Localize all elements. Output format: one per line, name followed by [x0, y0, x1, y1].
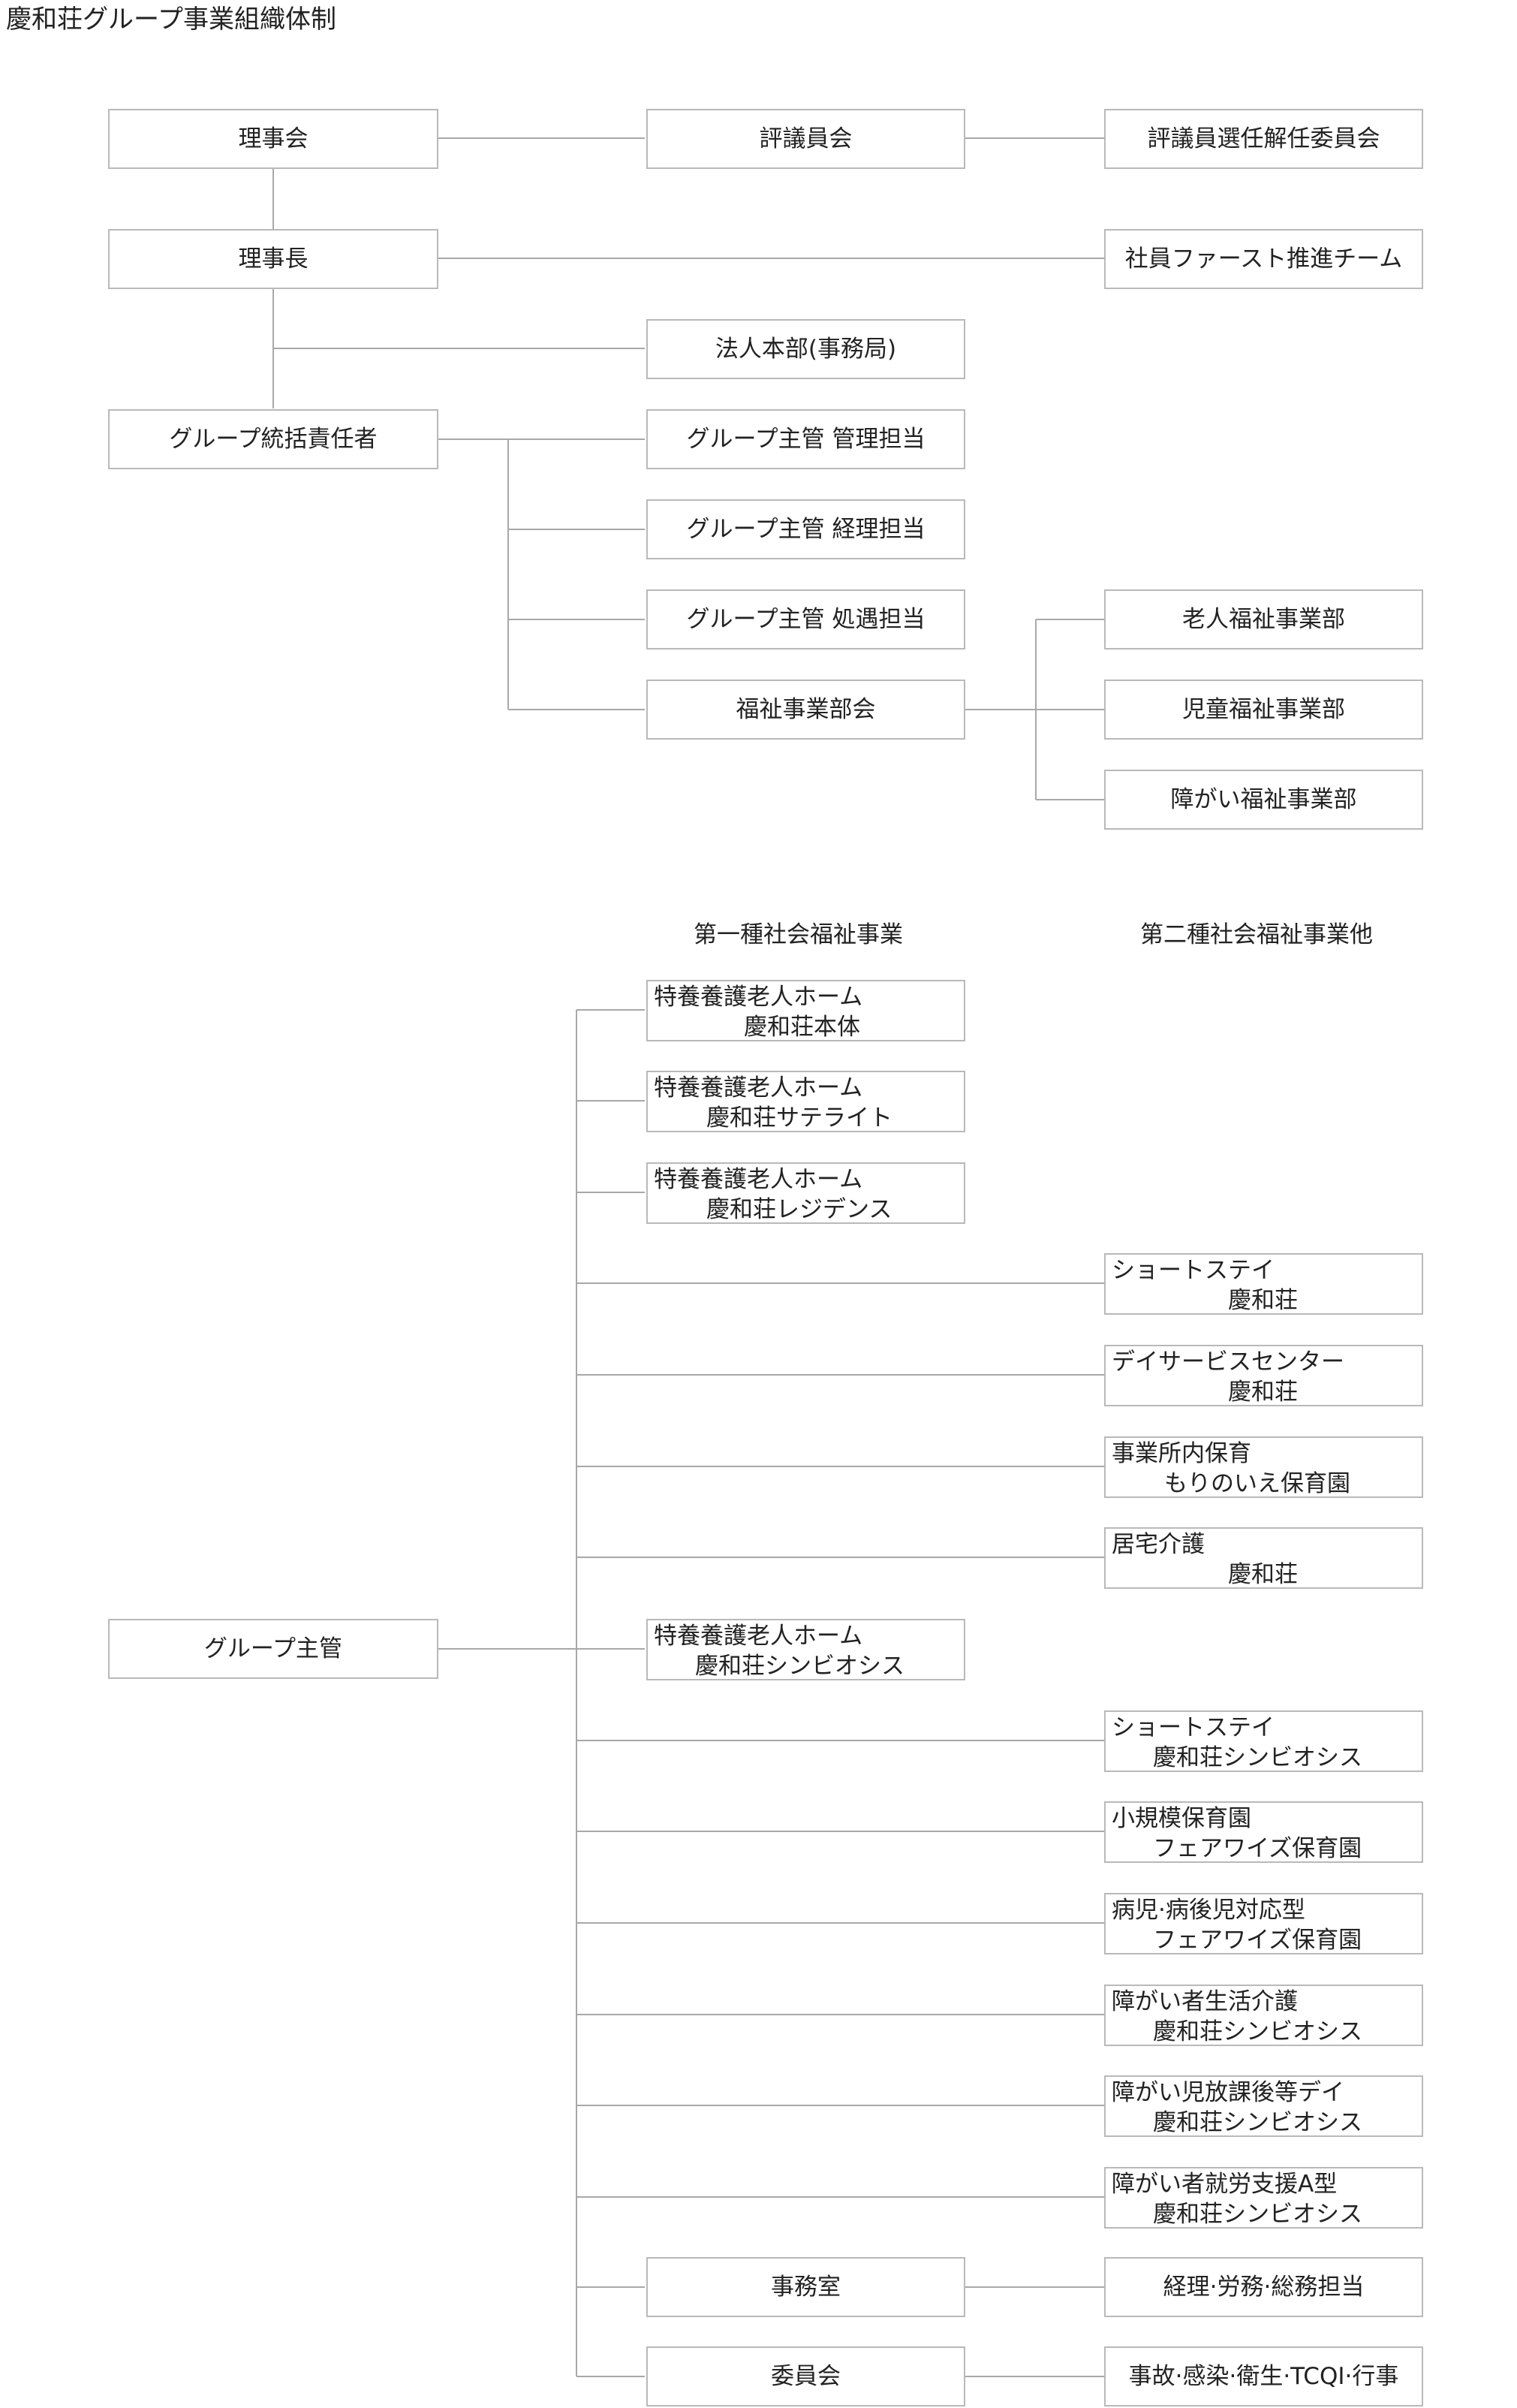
node-group-manager-label: グループ主管	[203, 1635, 343, 1662]
node-employee-first-team-label: 社員ファースト推進チーム	[1124, 246, 1403, 273]
node-welfare-council: 福祉事業部会	[646, 680, 965, 740]
column-header-first-type: 第一種社会福祉事業	[694, 921, 903, 948]
facility-box: 障がい者就労支援A型 慶和荘シンビオシス	[1104, 2167, 1423, 2229]
facility-type: 特養養護老人ホーム	[654, 1074, 863, 1102]
node-group-director-label: グループ統括責任者	[169, 426, 378, 453]
node-office-duty: 経理·労務·総務担当	[1104, 2257, 1423, 2317]
facility-type: 特養養護老人ホーム	[654, 984, 863, 1011]
node-personnel: グループ主管 処遇担当	[646, 589, 965, 649]
facility-name: 慶和荘シンビオシス	[1153, 2018, 1362, 2045]
node-employee-first-team: 社員ファースト推進チーム	[1104, 229, 1423, 289]
node-councilors: 評議員会	[646, 109, 965, 169]
node-office-label: 事務室	[771, 2274, 841, 2301]
facility-type: 居宅介護	[1112, 1531, 1205, 1558]
facility-type: ショートステイ	[1112, 1257, 1275, 1284]
facility-box: ショートステイ 慶和荘シンビオシス	[1104, 1710, 1423, 1772]
facility-name: 慶和荘シンビオシス	[1153, 1744, 1362, 1771]
facility-type: 障がい児放課後等デイ	[1112, 2079, 1344, 2106]
facility-name: 慶和荘シンビオシス	[695, 1653, 904, 1680]
node-elderly-dept-label: 老人福祉事業部	[1182, 606, 1345, 633]
node-accounting-label: グループ主管 経理担当	[686, 516, 926, 543]
node-committee: 委員会	[646, 2346, 965, 2406]
node-office-duty-label: 経理·労務·総務担当	[1163, 2274, 1365, 2301]
facility-box: 病児·病後児対応型 フェアワイズ保育園	[1104, 1893, 1423, 1954]
node-board-label: 理事会	[238, 125, 309, 152]
facility-box: 特養養護老人ホーム 慶和荘レジデンス	[646, 1162, 965, 1224]
node-selection-committee-label: 評議員選任解任委員会	[1147, 125, 1380, 152]
facility-name: 慶和荘	[1228, 1561, 1298, 1588]
node-committee-label: 委員会	[771, 2363, 841, 2390]
node-chairman: 理事長	[108, 229, 438, 289]
facility-name: 慶和荘	[1228, 1287, 1298, 1314]
facility-type: 障がい者生活介護	[1112, 1988, 1298, 2015]
facility-name: 慶和荘	[1228, 1379, 1298, 1406]
facility-box: 特養養護老人ホーム 慶和荘本体	[646, 980, 965, 1041]
node-committee-duty-label: 事故·感染·衛生·TCQI·行事	[1128, 2363, 1399, 2390]
facility-box: 障がい者生活介護 慶和荘シンビオシス	[1104, 1985, 1423, 2046]
facility-type: 病児·病後児対応型	[1112, 1897, 1305, 1924]
node-office: 事務室	[646, 2257, 965, 2317]
facility-box: 居宅介護 慶和荘	[1104, 1527, 1423, 1589]
node-elderly-dept: 老人福祉事業部	[1104, 589, 1423, 649]
facility-name: 慶和荘レジデンス	[706, 1196, 892, 1223]
facility-type: 小規模保育園	[1112, 1805, 1251, 1832]
node-chairman-label: 理事長	[238, 246, 309, 273]
facility-type: 特養養護老人ホーム	[654, 1623, 863, 1650]
facility-name: 慶和荘本体	[744, 1014, 860, 1041]
facility-box: 障がい児放課後等デイ 慶和荘シンビオシス	[1104, 2075, 1423, 2137]
facility-name: もりのいえ保育園	[1164, 1470, 1350, 1497]
node-headquarters: 法人本部(事務局)	[646, 319, 965, 379]
page-title: 慶和荘グループ事業組織体制	[6, 5, 336, 35]
facility-name: 慶和荘サテライト	[706, 1105, 892, 1132]
node-board: 理事会	[108, 109, 438, 169]
node-committee-duty: 事故·感染·衛生·TCQI·行事	[1104, 2346, 1423, 2406]
facility-box: 特養養護老人ホーム 慶和荘サテライト	[646, 1071, 965, 1132]
node-welfare-council-label: 福祉事業部会	[736, 696, 876, 723]
facility-type: 障がい者就労支援A型	[1112, 2171, 1338, 2198]
facility-box: 小規模保育園 フェアワイズ保育園	[1104, 1801, 1423, 1863]
facility-name: 慶和荘シンビオシス	[1153, 2201, 1362, 2228]
node-disability-dept: 障がい福祉事業部	[1104, 770, 1423, 830]
facility-name: 慶和荘シンビオシス	[1153, 2109, 1362, 2136]
facility-box: デイサービスセンター 慶和荘	[1104, 1345, 1423, 1406]
facility-name: フェアワイズ保育園	[1153, 1835, 1362, 1862]
facility-box: 特養養護老人ホーム 慶和荘シンビオシス	[646, 1619, 965, 1680]
node-mgmt-label: グループ主管 管理担当	[686, 426, 926, 453]
facility-name: フェアワイズ保育園	[1153, 1927, 1362, 1954]
facility-box: ショートステイ 慶和荘	[1104, 1253, 1423, 1315]
node-child-dept: 児童福祉事業部	[1104, 680, 1423, 740]
node-selection-committee: 評議員選任解任委員会	[1104, 109, 1423, 169]
facility-type: デイサービスセンター	[1112, 1349, 1344, 1376]
facility-type: ショートステイ	[1112, 1714, 1275, 1741]
column-header-second-type: 第二種社会福祉事業他	[1140, 921, 1373, 948]
node-mgmt: グループ主管 管理担当	[646, 409, 965, 469]
facility-type: 事業所内保育	[1112, 1440, 1251, 1467]
facility-box: 事業所内保育 もりのいえ保育園	[1104, 1436, 1423, 1498]
node-councilors-label: 評議員会	[759, 125, 853, 152]
facility-type: 特養養護老人ホーム	[654, 1166, 863, 1193]
node-accounting: グループ主管 経理担当	[646, 499, 965, 559]
node-child-dept-label: 児童福祉事業部	[1182, 696, 1345, 723]
node-group-director: グループ統括責任者	[108, 409, 438, 469]
node-headquarters-label: 法人本部(事務局)	[715, 336, 897, 363]
node-personnel-label: グループ主管 処遇担当	[686, 606, 926, 633]
node-disability-dept-label: 障がい福祉事業部	[1170, 786, 1357, 813]
node-group-manager: グループ主管	[108, 1619, 438, 1679]
